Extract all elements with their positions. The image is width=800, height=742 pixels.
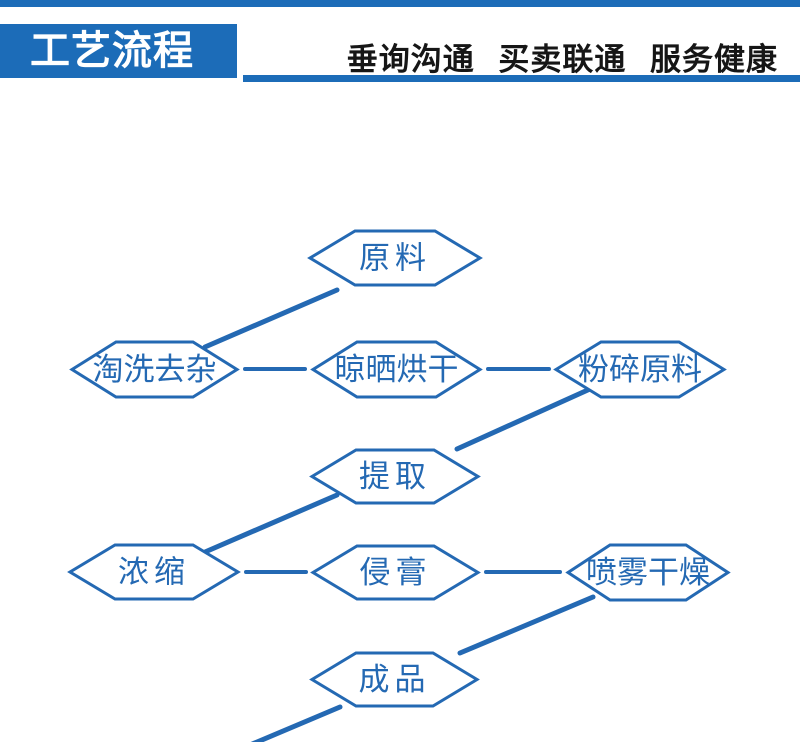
header-slogan: 垂询沟通 买卖联通 服务健康: [346, 42, 778, 77]
flow-node-concentrate: [67, 543, 241, 601]
section-title-block: 工艺流程: [0, 24, 237, 78]
flow-node-label-paste: 侵膏: [360, 555, 432, 590]
top-accent-bar: [0, 0, 800, 7]
page-title: 工艺流程: [30, 29, 194, 73]
process-flowchart: 原料淘洗去杂晾晒烘干粉碎原料提取浓缩侵膏喷雾干燥成品检测包装产品: [67, 229, 731, 742]
flow-connector-line: [454, 386, 593, 452]
flow-connector-line: [457, 594, 596, 656]
flow-node-label-extract: 提取: [359, 459, 431, 494]
flow-node-label-crush-material: 粉碎原料: [578, 352, 702, 387]
flow-connector-line: [202, 492, 340, 555]
flow-connector-line: [202, 287, 340, 350]
flow-node-label-finished: 成品: [359, 662, 431, 697]
flow-node-label-sun-dry: 晾晒烘干: [335, 352, 459, 387]
flow-node-label-spray-dry: 喷雾干燥: [586, 555, 710, 590]
flow-node-wash-impurity: [69, 340, 240, 399]
flow-node-label-concentrate: 浓缩: [118, 555, 190, 590]
flow-node-extract: [309, 448, 481, 505]
flow-node-crush-material: [553, 340, 727, 399]
flow-node-sun-dry: [310, 340, 483, 399]
flow-node-finished: [309, 651, 480, 708]
flow-node-spray-dry: [565, 543, 731, 602]
flow-node-raw-material: [307, 229, 483, 287]
flow-node-label-wash-impurity: 淘洗去杂: [93, 352, 217, 387]
header-rule: [243, 75, 800, 82]
flow-connector-line: [250, 704, 343, 742]
flow-node-paste: [310, 544, 481, 601]
flow-node-label-raw-material: 原料: [359, 241, 431, 276]
